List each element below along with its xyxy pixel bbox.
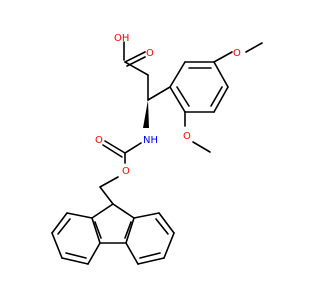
fluorene-bond-b xyxy=(125,217,135,244)
ring-bond-6 xyxy=(169,86,186,113)
bond-ch2-fluorenyl xyxy=(99,186,114,205)
ring-bond-3 xyxy=(213,61,229,88)
right-ring-bond-4 xyxy=(137,257,165,265)
bond-o-ch3-side xyxy=(192,141,211,153)
left-ring-inner-3 xyxy=(94,221,102,239)
atom-label-methoxy-o-side: O xyxy=(183,131,191,142)
atom-label-oh: OH xyxy=(114,33,129,44)
ring-inner-bond-3 xyxy=(176,86,190,107)
chemical-structure-canvas: OH O NH O O O O xyxy=(51,33,263,265)
fluorene-bond-a xyxy=(91,217,101,244)
bond-c-aryl xyxy=(147,86,171,101)
right-ring-bond-1 xyxy=(133,212,160,219)
wedge-bond-c-n xyxy=(143,100,149,128)
ring-inner-bond-2 xyxy=(210,86,223,107)
atom-label-carbamate-o-double: O xyxy=(95,135,103,146)
bond-c-o-double-a xyxy=(124,51,146,63)
left-ring-bond-5 xyxy=(87,242,101,265)
fluorene-bond-c9-b xyxy=(112,203,135,219)
right-ring-bond-2 xyxy=(158,212,175,234)
bond-c-o-dbl-2 xyxy=(102,144,123,158)
bond-o-ch2 xyxy=(99,176,119,188)
left-ring-inner-2 xyxy=(65,252,87,259)
left-ring-bond-2 xyxy=(51,212,68,234)
right-ring-inner-2 xyxy=(139,252,161,259)
left-ring-bond-3 xyxy=(51,232,63,259)
atom-label-acid-o: O xyxy=(146,48,154,59)
ring-bond-4 xyxy=(213,86,229,113)
left-ring-bond-4 xyxy=(61,257,89,265)
right-ring-bond-3 xyxy=(163,232,175,259)
ring-bond-1 xyxy=(169,61,186,88)
atom-label-nh: NH xyxy=(143,135,158,146)
bond-c-o-dbl-1 xyxy=(104,140,126,154)
atom-label-methoxy-o-top: O xyxy=(233,48,241,59)
bond-ring-o-top xyxy=(213,51,233,63)
fluorene-bond-c9-a xyxy=(91,203,114,219)
molecule-drawing: OH O NH O O O O xyxy=(51,33,263,265)
atom-label-carbamate-o-single: O xyxy=(122,166,130,177)
bond-o-ch3-top xyxy=(245,42,263,53)
bond-c-c-acid xyxy=(124,61,149,76)
bond-c-o-double-b xyxy=(126,56,146,67)
left-ring-inner-1 xyxy=(57,218,71,235)
right-ring-inner-3 xyxy=(124,221,132,239)
right-ring-inner-1 xyxy=(155,218,169,235)
right-ring-bond-5 xyxy=(125,242,139,265)
left-ring-bond-1 xyxy=(66,212,93,219)
bond-n-c-carbamate xyxy=(124,142,142,154)
